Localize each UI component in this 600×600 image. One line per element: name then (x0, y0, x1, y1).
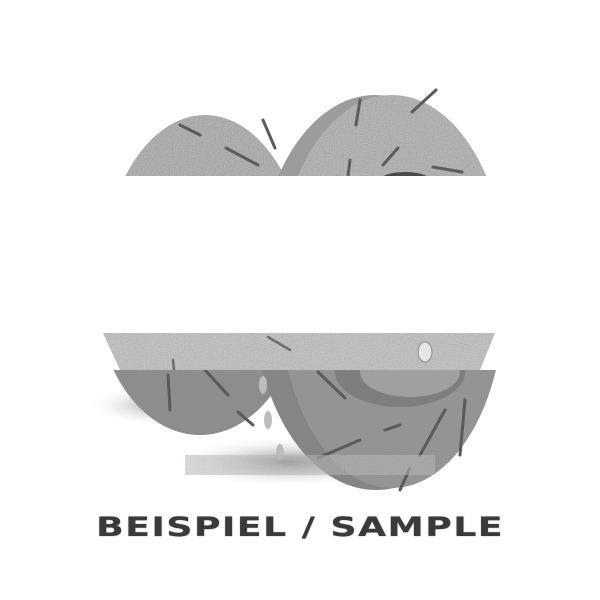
disc-noise-band (95, 333, 505, 370)
disc-bottom-section (113, 370, 496, 492)
sample-caption: BEISPIEL / SAMPLE (95, 512, 505, 543)
disc-top-section (125, 88, 487, 176)
